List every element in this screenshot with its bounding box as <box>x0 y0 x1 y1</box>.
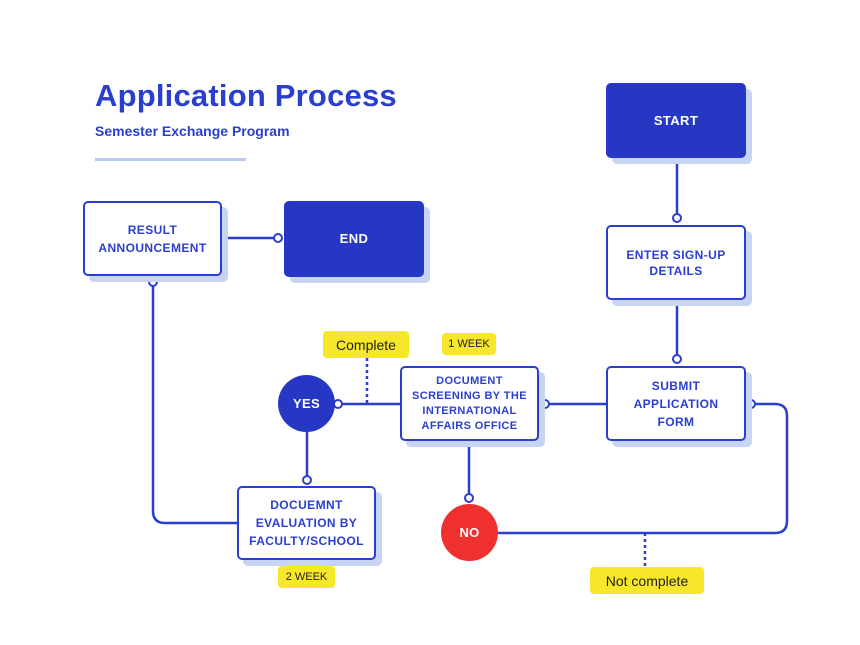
document-screening-label: DOCUMENT SCREENING BY THE INTERNATIONAL … <box>412 374 527 432</box>
document-evaluation-label: DOCUEMNT EVALUATION BY FACULTY/SCHOOL <box>249 498 364 548</box>
page-subtitle: Semester Exchange Program <box>95 123 290 139</box>
connector-no-to-submit <box>498 402 789 535</box>
connector-dot <box>302 475 312 485</box>
connector-dot <box>672 213 682 223</box>
two-week-tag: 2 WEEK <box>278 566 335 588</box>
start-node: START <box>606 83 746 158</box>
two-week-tag-label: 2 WEEK <box>285 571 328 583</box>
no-node: NO <box>441 504 498 561</box>
enter-signup-label: ENTER SIGN-UP DETAILS <box>626 247 726 278</box>
document-screening-node: DOCUMENT SCREENING BY THE INTERNATIONAL … <box>400 366 539 441</box>
enter-signup-node: ENTER SIGN-UP DETAILS <box>606 225 746 300</box>
yes-label: YES <box>293 396 320 411</box>
submit-form-label: SUBMIT APPLICATION FORM <box>633 378 719 429</box>
submit-form-node: SUBMIT APPLICATION FORM <box>606 366 746 441</box>
end-label: END <box>339 231 369 246</box>
document-evaluation-node: DOCUEMNT EVALUATION BY FACULTY/SCHOOL <box>237 486 376 560</box>
not-complete-tag: Not complete <box>590 567 704 594</box>
end-node: END <box>284 201 424 277</box>
connector-dot <box>333 399 343 409</box>
result-announcement-node: RESULT ANNOUNCEMENT <box>83 201 222 276</box>
connector-dot <box>672 354 682 364</box>
yes-node: YES <box>278 375 335 432</box>
complete-tag: Complete <box>323 331 409 358</box>
no-label: NO <box>459 525 480 540</box>
connector-dot <box>464 493 474 503</box>
page-title: Application Process <box>95 78 397 113</box>
one-week-tag-label: 1 WEEK <box>448 338 490 350</box>
result-announcement-label: RESULT ANNOUNCEMENT <box>98 222 207 255</box>
title-divider <box>95 158 246 161</box>
complete-tag-label: Complete <box>336 336 396 353</box>
connector-dot <box>273 233 283 243</box>
not-complete-tag-label: Not complete <box>605 572 689 589</box>
start-label: START <box>653 112 699 128</box>
connector-evaluation-to-result <box>151 282 238 525</box>
one-week-tag: 1 WEEK <box>442 333 496 355</box>
